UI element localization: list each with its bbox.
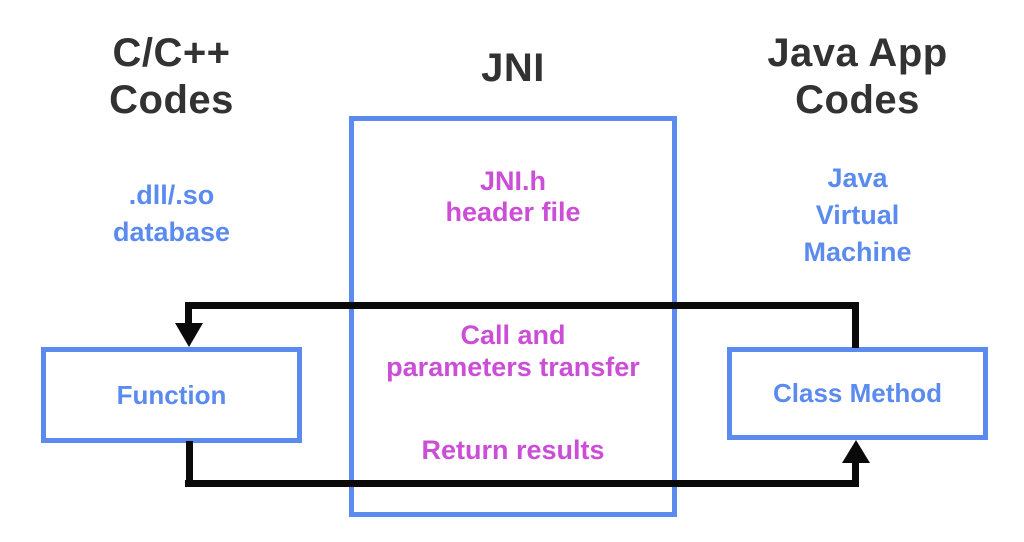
return-results-text: Return results [421, 435, 605, 465]
class-method-box: Class Method [727, 347, 988, 440]
return-results-label: Return results [349, 435, 677, 466]
jni-box [349, 116, 677, 517]
call-parameters-transfer-label: Call and parameters transfer [349, 319, 677, 383]
left-subtitle-line2: database [112, 217, 231, 247]
return-flow-horizontal-line [185, 480, 859, 487]
call-transfer-line2: parameters transfer [386, 352, 640, 382]
dll-so-database-label: .dll/.so database [41, 177, 302, 251]
jni-heading-text: JNI [481, 46, 545, 90]
arrowhead-down-icon [175, 323, 203, 347]
jni-header-file-label: JNI.h header file [349, 166, 677, 228]
left-column-heading: C/C++ Codes [41, 30, 302, 124]
right-column-heading: Java App Codes [727, 30, 988, 124]
return-flow-right-vertical-line [852, 460, 859, 487]
java-virtual-machine-label: Java Virtual Machine [727, 160, 988, 271]
call-transfer-line1: Call and [460, 320, 566, 350]
right-subtitle-line3: Machine [803, 237, 912, 267]
right-heading-line1: Java App [767, 31, 948, 75]
function-box-label: Function [116, 379, 227, 410]
return-flow-left-vertical-line [186, 441, 193, 487]
right-heading-line2: Codes [795, 78, 920, 122]
left-heading-line2: Codes [109, 78, 234, 122]
header-file-line1: JNI.h [479, 166, 546, 196]
left-heading-line1: C/C++ [112, 31, 231, 75]
right-subtitle-line1: Java [827, 163, 888, 193]
right-subtitle-line2: Virtual [815, 200, 900, 230]
class-method-box-label: Class Method [772, 378, 943, 408]
left-subtitle-line1: .dll/.so [128, 180, 215, 210]
call-flow-left-vertical-line [185, 302, 192, 325]
header-file-line2: header file [445, 197, 581, 227]
call-flow-right-vertical-line [852, 302, 859, 348]
center-column-heading: JNI [349, 45, 677, 92]
arrowhead-up-icon [842, 440, 870, 463]
call-flow-horizontal-line [185, 302, 859, 309]
function-box: Function [41, 347, 302, 443]
